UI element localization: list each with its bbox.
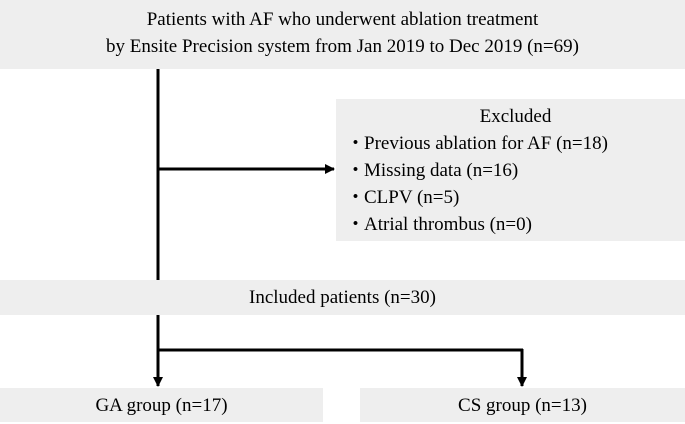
ga-group-label: GA group (n=17) [95,395,228,416]
excluded-title: Excluded [479,106,552,127]
bullet-mark: ・ [346,214,366,235]
included-label: Included patients (n=30) [249,287,436,308]
cs-group-label: CS group (n=13) [458,395,587,416]
excluded-item-label: CLPV (n=5) [364,187,460,208]
bullet-mark: ・ [346,133,366,154]
excluded-item: ・Missing data (n=16) [346,157,685,184]
excluded-item-label: Atrial thrombus (n=0) [364,214,532,235]
bullet-mark: ・ [346,160,366,181]
enrolled-patients-box: Patients with AF who underwent ablation … [0,0,685,69]
excluded-list: ・Previous ablation for AF (n=18) ・Missin… [336,130,685,238]
bullet-mark: ・ [346,187,366,208]
excluded-item: ・Previous ablation for AF (n=18) [346,130,685,157]
excluded-item-label: Missing data (n=16) [364,160,519,181]
excluded-item: ・Atrial thrombus (n=0) [346,211,685,238]
cs-group-box: CS group (n=13) [360,388,685,422]
enrolled-line-1: Patients with AF who underwent ablation … [146,9,539,30]
excluded-box: Excluded ・Previous ablation for AF (n=18… [336,99,685,241]
enrolled-line-2: by Ensite Precision system from Jan 2019… [106,36,579,57]
included-patients-box: Included patients (n=30) [0,280,685,315]
ga-group-box: GA group (n=17) [0,388,323,422]
excluded-item-label: Previous ablation for AF (n=18) [364,133,608,154]
excluded-item: ・CLPV (n=5) [346,184,685,211]
